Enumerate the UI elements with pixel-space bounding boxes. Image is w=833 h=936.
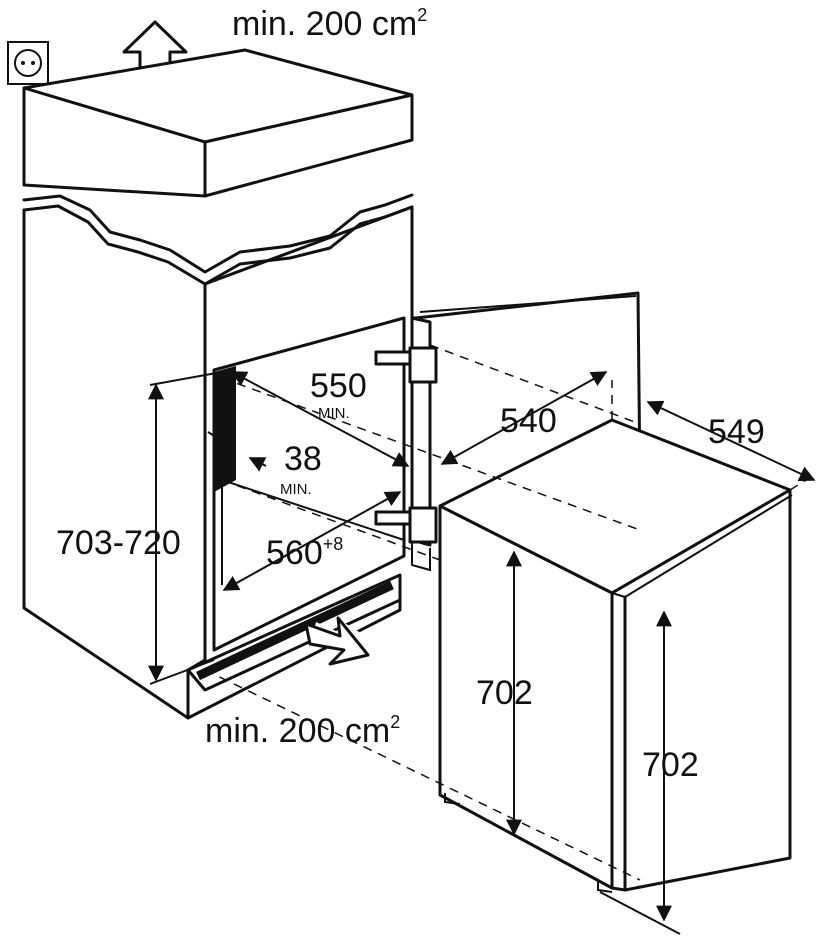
svg-text:min. 200 cm2: min. 200 cm2 xyxy=(205,712,400,750)
label-niche-height: 703-720 xyxy=(56,524,181,562)
label-appliance-height-side: 702 xyxy=(642,746,699,784)
dimension-lines xyxy=(148,371,816,935)
label-appliance-width: 540 xyxy=(500,402,557,440)
wall-socket-icon xyxy=(7,41,49,85)
appliance xyxy=(438,418,793,893)
label-gap-38: 38 xyxy=(284,440,322,478)
label-appliance-depth: 549 xyxy=(708,413,765,451)
label-depth-550-min: MIN. xyxy=(318,405,350,422)
svg-text:560+8: 560+8 xyxy=(266,534,343,572)
label-vent-top: min. 200 cm2 xyxy=(232,5,427,43)
hinge-upper xyxy=(374,346,438,384)
label-depth-550: 550 xyxy=(310,367,367,405)
label-vent-bottom: min. 200 cm2 xyxy=(205,712,400,750)
label-gap-38-min: MIN. xyxy=(280,481,312,498)
label-niche-width: 560+8 xyxy=(266,534,343,572)
airflow-in-arrow-icon xyxy=(304,616,372,666)
svg-text:min. 200 cm2: min. 200 cm2 xyxy=(232,5,427,43)
label-appliance-height-front: 702 xyxy=(476,674,533,712)
